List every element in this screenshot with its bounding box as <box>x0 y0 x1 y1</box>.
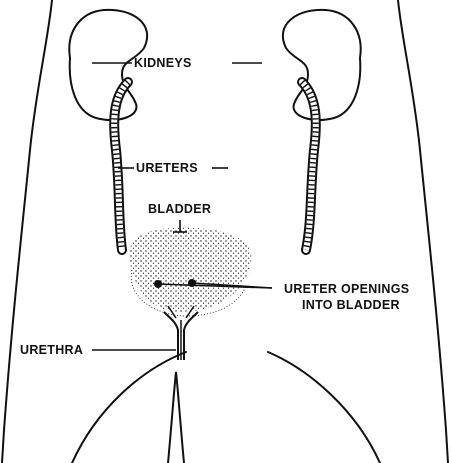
label-ureters: URETERS <box>136 161 198 175</box>
label-ureter-openings-line2: INTO BLADDER <box>302 298 400 312</box>
left-ureter <box>114 82 128 250</box>
right-leg-outline <box>268 352 380 463</box>
left-torso-outline <box>2 0 52 463</box>
label-kidneys: KIDNEYS <box>134 56 192 70</box>
bladder <box>129 228 251 316</box>
label-bladder: BLADDER <box>148 202 211 216</box>
right-kidney <box>283 10 361 120</box>
label-ureter-openings-line1: URETER OPENINGS <box>284 282 409 296</box>
labels: KIDNEYS URETERS BLADDER URETER OPENINGS … <box>20 56 409 357</box>
right-ureter <box>302 82 316 250</box>
inner-legs-outline <box>168 372 184 463</box>
right-torso-outline <box>398 0 448 463</box>
label-urethra: URETHRA <box>20 343 83 357</box>
